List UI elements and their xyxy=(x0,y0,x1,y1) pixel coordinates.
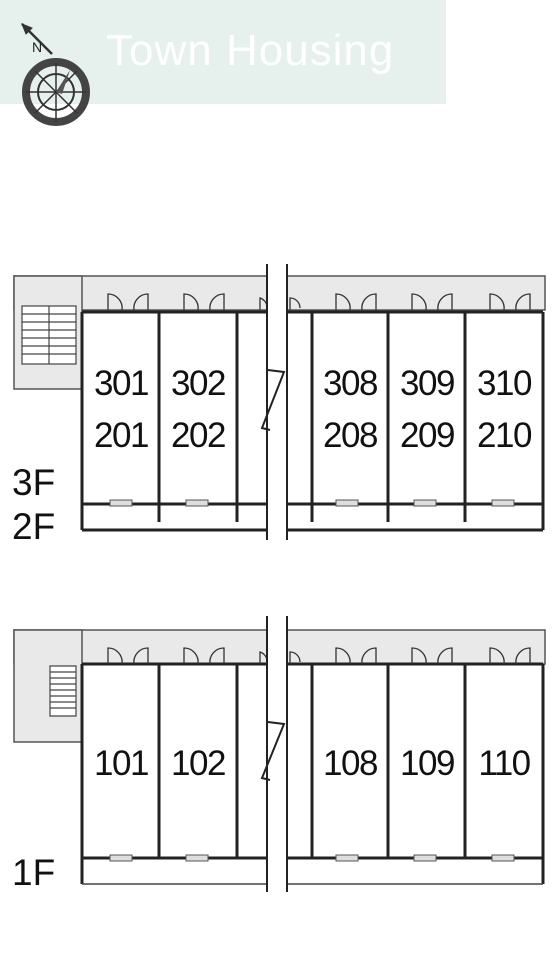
unit-208: 208 xyxy=(323,416,378,455)
unit-109: 109 xyxy=(400,744,455,783)
unit-110: 110 xyxy=(478,744,531,783)
unit-101: 101 xyxy=(94,744,149,783)
unit-308: 308 xyxy=(323,364,378,403)
unit-108: 108 xyxy=(323,744,378,783)
unit-309: 309 xyxy=(400,364,455,403)
lower-block xyxy=(13,612,546,898)
brand-banner: N Town Housing xyxy=(0,0,446,126)
unit-102: 102 xyxy=(171,744,226,783)
floor-label-1f: 1F xyxy=(12,852,56,893)
unit-302: 302 xyxy=(171,364,226,403)
brand-name: Town Housing xyxy=(106,26,395,75)
floor-label-2f: 2F xyxy=(12,506,56,547)
floor-label-3f: 3F xyxy=(12,462,56,503)
stairs-lower xyxy=(49,665,77,717)
compass-icon: N xyxy=(21,23,90,126)
unit-209: 209 xyxy=(400,416,455,455)
unit-301: 301 xyxy=(94,364,149,403)
unit-201: 201 xyxy=(94,416,149,455)
upper-block xyxy=(13,260,546,545)
north-label: N xyxy=(32,39,42,55)
unit-202: 202 xyxy=(171,416,226,455)
stairs-upper xyxy=(21,305,77,365)
unit-310: 310 xyxy=(477,364,532,403)
unit-210: 210 xyxy=(477,416,532,455)
